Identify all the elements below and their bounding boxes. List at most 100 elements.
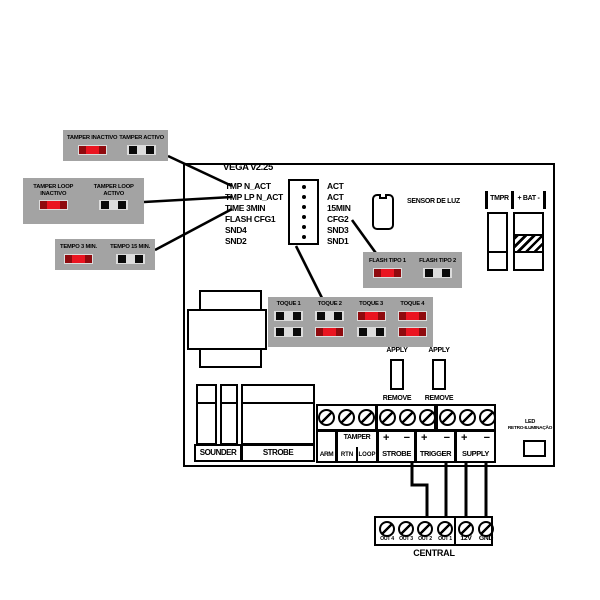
central-terminal-label: 12V xyxy=(460,535,472,542)
arm-label: ARM xyxy=(319,451,334,458)
jumper-icon xyxy=(38,200,68,211)
terminal-label-trigger: + − TRIGGER xyxy=(415,430,456,463)
jumper-option: FLASH TIPO 2 xyxy=(419,258,456,288)
terminal-label-arm: ARM xyxy=(316,430,337,463)
pin-icon xyxy=(301,235,306,239)
divider xyxy=(543,191,546,209)
jumper-icon xyxy=(99,200,129,211)
jumper-option-label: TAMPER ACTIVO xyxy=(119,135,164,141)
toque-column: TOQUE 4 xyxy=(392,301,433,347)
sounder-component xyxy=(196,384,217,445)
jumper-icon xyxy=(397,310,427,321)
central-terminal-label: OUT 2 xyxy=(418,536,432,542)
screw-icon xyxy=(459,409,476,426)
jumper-option-label: TAMPER LOOP xyxy=(33,184,74,190)
jumper-icon xyxy=(315,310,345,321)
plus-label: + xyxy=(383,432,390,444)
jumper-icon xyxy=(115,253,145,264)
jumper-option: TAMPER LOOP ACTIVO xyxy=(94,184,134,224)
central-caption: CENTRAL xyxy=(413,548,455,558)
rtn-label: RTN xyxy=(340,452,354,458)
toque-label: TOQUE 4 xyxy=(400,301,425,307)
toque-column: TOQUE 3 xyxy=(351,301,392,347)
apply-label: APPLY xyxy=(386,347,408,354)
screw-icon xyxy=(358,409,375,426)
central-terminal-label: OUT 3 xyxy=(399,536,413,542)
jumper-icon xyxy=(356,310,386,321)
jumper-option-label: INACTIVO xyxy=(40,190,67,197)
jumper-icon xyxy=(77,144,107,155)
jumper-option-label: FLASH TIPO 1 xyxy=(369,258,406,264)
toque-column: TOQUE 1 xyxy=(268,301,309,347)
config-label-right: CFG2 xyxy=(327,214,349,224)
callout-tempo: TEMPO 3 MIN. TEMPO 15 MIN. xyxy=(55,239,155,270)
central-terminal-label: GND xyxy=(478,535,494,542)
transformer-bottom xyxy=(199,348,262,368)
sensor-label: SENSOR DE LUZ xyxy=(407,198,460,205)
apply-jumper xyxy=(432,359,446,390)
led-component xyxy=(523,440,546,457)
pin-icon xyxy=(301,185,306,189)
remove-label: REMOVE xyxy=(424,395,454,402)
screw-icon xyxy=(379,409,396,426)
callout-flash: FLASH TIPO 1 FLASH TIPO 2 xyxy=(363,252,462,288)
battery-band xyxy=(515,234,542,253)
sounder-label-box: SOUNDER xyxy=(194,444,242,462)
config-label-left: TIME 3MIN xyxy=(225,203,266,213)
terminal-label-strobe: + − STROBE xyxy=(377,430,416,463)
terminal-label-supply: + − SUPPLY xyxy=(455,430,496,463)
light-sensor-icon xyxy=(372,193,394,230)
callout-toque: TOQUE 1 TOQUE 2 TOQUE 3 TOQUE 4 xyxy=(268,297,433,347)
jumper-option: TAMPER ACTIVO xyxy=(119,135,164,161)
jumper-option-label: TEMPO 15 MIN. xyxy=(110,244,150,250)
board-title: VEGA v2.25 xyxy=(223,162,273,173)
jumper-option: FLASH TIPO 1 xyxy=(369,258,406,288)
screw-icon xyxy=(417,521,433,537)
screw-icon xyxy=(479,409,496,426)
screw-icon xyxy=(399,409,416,426)
pin-icon xyxy=(301,195,306,199)
remove-label: REMOVE xyxy=(382,395,412,402)
sensor-notch xyxy=(379,193,387,199)
jumper-icon xyxy=(315,326,345,337)
screw-icon xyxy=(478,521,494,537)
jumper-icon xyxy=(274,310,304,321)
config-label-left: SND2 xyxy=(225,236,247,246)
divider xyxy=(356,447,358,461)
pin-icon xyxy=(301,205,306,209)
pin-icon xyxy=(301,215,306,219)
minus-label: − xyxy=(443,432,450,444)
sounder-component xyxy=(220,384,238,445)
strobe-label: STROBE xyxy=(262,448,294,457)
jumper-option-label: TAMPER INACTIVO xyxy=(67,135,118,141)
jumper-option: TAMPER LOOP INACTIVO xyxy=(33,184,73,224)
jumper-icon xyxy=(63,253,93,264)
screw-icon xyxy=(338,409,355,426)
config-label-right: ACT xyxy=(327,181,344,191)
config-label-right: SND3 xyxy=(327,225,349,235)
jumper-icon xyxy=(423,267,453,278)
jumper-option-label: TEMPO 3 MIN. xyxy=(60,244,97,250)
screw-icon xyxy=(398,521,414,537)
central-terminal-label: OUT 1 xyxy=(438,536,452,542)
toque-label: TOQUE 1 xyxy=(276,301,301,307)
led-label-line2: RETRO-ILUMINAÇÃO xyxy=(507,426,553,432)
config-label-right: ACT xyxy=(327,192,344,202)
divider xyxy=(489,251,506,253)
config-label-left: TMP LP N_ACT xyxy=(225,192,283,202)
divider xyxy=(485,191,488,209)
toque-column: TOQUE 2 xyxy=(309,301,350,347)
callout-tamper-loop: TAMPER LOOP INACTIVO TAMPER LOOP ACTIVO xyxy=(23,178,144,224)
terminal-label-tamper: TAMPER RTN LOOP xyxy=(336,430,378,463)
toque-label: TOQUE 3 xyxy=(359,301,384,307)
component-cap xyxy=(222,386,236,404)
led-label-line1: LED xyxy=(524,419,536,425)
wire-trigger-out2 xyxy=(410,462,429,516)
component-cap xyxy=(198,386,215,404)
transformer-body xyxy=(187,309,267,350)
callout-tamper: TAMPER INACTIVO TAMPER ACTIVO xyxy=(63,130,168,161)
jumper-icon xyxy=(372,267,402,278)
screw-icon xyxy=(419,409,436,426)
sounder-label: SOUNDER xyxy=(199,448,237,457)
